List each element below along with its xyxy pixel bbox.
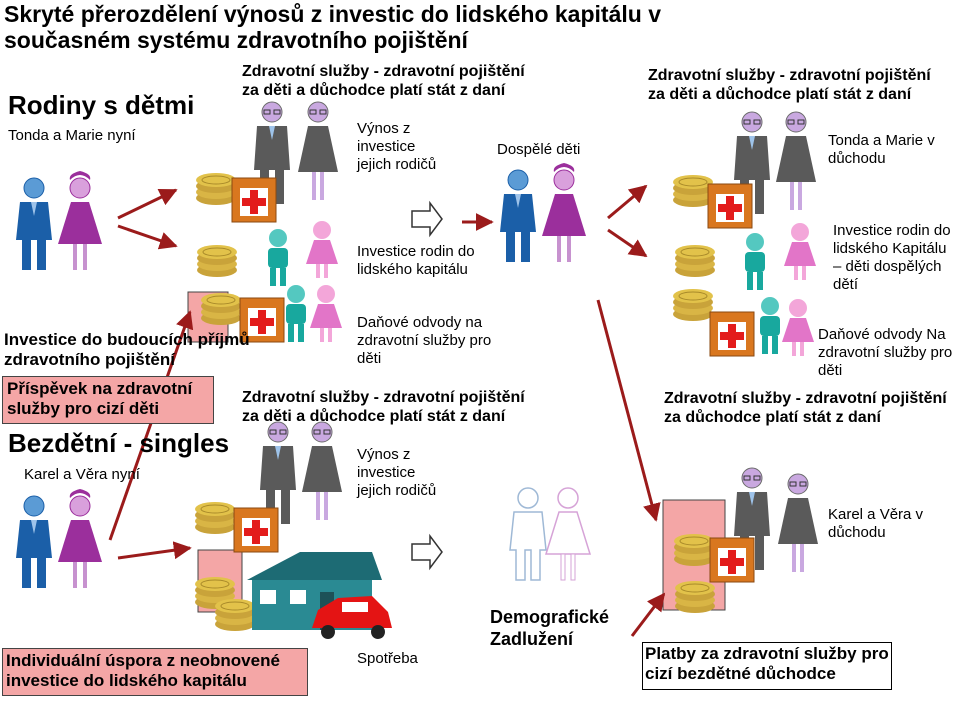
car-icon <box>312 596 392 639</box>
coin-stack-icon <box>196 244 238 278</box>
health-mid-label: Zdravotní služby - zdravotní pojištění z… <box>242 389 525 426</box>
page-title: Skryté přerozdělení výnosů z investic do… <box>4 1 661 53</box>
right-tax-children-label: Daňové odvody Na zdravotní služby pro dě… <box>818 326 953 379</box>
investment-future-label: Investice do budoucích příjmů zdravotníh… <box>4 330 250 370</box>
savings-box-text: Individuální úspora z neobnovené investi… <box>6 651 280 691</box>
coin-stack-icon <box>200 292 242 326</box>
boy-icon <box>268 229 288 286</box>
contribution-box: Příspěvek na zdravotní služby pro cizí d… <box>2 376 214 424</box>
retired-families-label: Tonda a Marie v důchodu <box>828 132 935 167</box>
woman-icon <box>57 488 103 589</box>
tax-children-label: Daňové odvody na zdravotní služby pro dě… <box>357 314 492 367</box>
man-icon <box>15 495 53 589</box>
man-icon <box>509 487 547 581</box>
grandmother-icon <box>775 111 817 211</box>
girl-icon <box>310 285 342 342</box>
right-health-top-label: Zdravotní služby - zdravotní pojištění z… <box>648 67 931 104</box>
retired-singles-label: Karel a Věra v důchodu <box>828 506 924 541</box>
hospital-icon <box>233 507 279 553</box>
hospital-icon <box>709 311 755 357</box>
boy-icon <box>745 233 765 290</box>
hospital-icon <box>231 177 277 223</box>
consumption-label: Spotřeba <box>357 650 418 667</box>
invest-families-label: Investice rodin do lidského kapitálu <box>357 243 475 278</box>
coin-stack-icon <box>673 533 715 567</box>
invest-adult-label: Investice rodin do lidského Kapitálu – d… <box>833 222 951 293</box>
singles-now-label: Karel a Věra nyní <box>24 466 140 483</box>
coin-stack-icon <box>674 580 716 614</box>
woman-icon <box>541 162 587 263</box>
right-arrow-icon <box>411 202 443 236</box>
boy-icon <box>760 297 780 354</box>
girl-icon <box>782 299 814 356</box>
boy-icon <box>286 285 306 342</box>
contribution-box-text: Příspěvek na zdravotní služby pro cizí d… <box>7 379 193 419</box>
payments-box-text: Platby za zdravotní služby pro cizí bezd… <box>645 644 889 684</box>
coin-stack-icon <box>672 288 714 322</box>
health-retirees-label: Zdravotní služby - zdravotní pojištění z… <box>664 390 947 427</box>
returns-mid-label: Výnos z investice jejich rodičů <box>357 446 437 499</box>
coin-stack-icon <box>194 501 236 535</box>
adult-children-label: Dospělé děti <box>497 141 581 158</box>
demographic-debt-label: Demografické Zadlužení <box>490 607 610 649</box>
man-icon <box>15 177 53 271</box>
grandmother-icon <box>297 101 339 201</box>
girl-icon <box>306 221 338 278</box>
grandmother-icon <box>301 421 343 521</box>
coin-stack-icon <box>195 172 237 206</box>
hospital-icon <box>709 537 755 583</box>
right-arrow-icon <box>411 535 443 569</box>
returns-top-label: Výnos z investice jejich rodičů <box>357 120 437 173</box>
payments-box: Platby za zdravotní služby pro cizí bezd… <box>642 642 892 690</box>
coin-stack-icon <box>674 244 716 278</box>
families-heading: Rodiny s dětmi <box>8 90 195 120</box>
man-icon <box>499 169 537 263</box>
woman-icon <box>545 487 591 581</box>
coin-stack-icon <box>672 174 714 208</box>
girl-icon <box>784 223 816 280</box>
savings-box: Individuální úspora z neobnovené investi… <box>2 648 308 696</box>
singles-heading: Bezdětní - singles <box>8 428 230 458</box>
coin-stack-icon <box>214 598 256 632</box>
hospital-icon <box>707 183 753 229</box>
woman-icon <box>57 170 103 271</box>
health-top-label: Zdravotní služby - zdravotní pojištění z… <box>242 63 525 100</box>
families-now-label: Tonda a Marie nyní <box>8 127 136 144</box>
flow-arrows <box>108 184 666 637</box>
grandmother-icon <box>777 473 819 573</box>
